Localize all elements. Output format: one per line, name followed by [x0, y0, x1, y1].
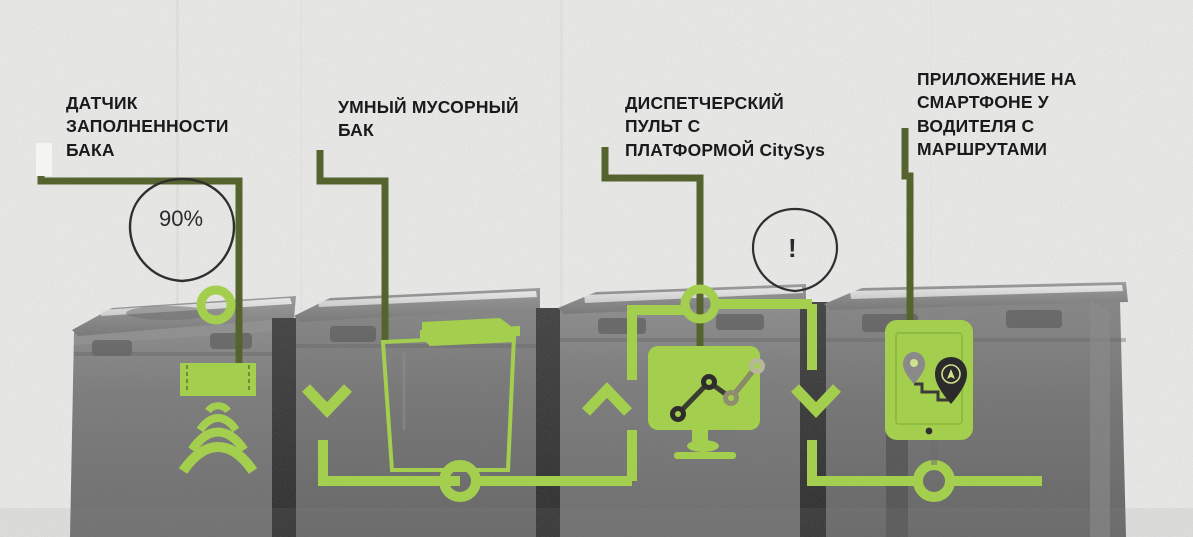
flow-line-left-bottom: [318, 440, 460, 486]
connector-notch: [36, 143, 52, 176]
connector-bin: [316, 150, 389, 340]
chevron-down-icon-2: [791, 384, 841, 418]
label-dispatch-console: ДИСПЕТЧЕРСКИЙ ПУЛЬТ С ПЛАТФОРМОЙ CitySys: [625, 93, 826, 160]
icon-fill-sensor: [178, 363, 258, 474]
icon-dispatch-monitor: [648, 346, 765, 459]
label-driver-app: ПРИЛОЖЕНИЕ НА СМАРТФОНЕ У ВОДИТЕЛЯ С МАР…: [917, 69, 1077, 159]
connector-app: [901, 128, 914, 330]
label-fill-sensor: ДАТЧИК ЗАПОЛНЕННОСТИ БАКА: [66, 93, 229, 160]
icon-driver-tablet: [885, 320, 973, 440]
icon-smart-bin-highlight: [380, 318, 520, 472]
chevron-up-icon: [582, 382, 632, 416]
connector-console: [601, 147, 704, 348]
marker-fill-level-value: 90%: [159, 206, 204, 231]
route-pin-destination: [935, 357, 967, 404]
flow-line-to-console: [627, 305, 690, 380]
label-smart-bin: УМНЫЙ МУСОРНЫЙ БАК: [338, 97, 519, 141]
flow-graphics: [178, 284, 1042, 502]
route-pin-origin: [903, 352, 925, 384]
marker-alert: [751, 207, 839, 293]
chevron-down-icon-1: [302, 384, 352, 418]
node-ring-1: [196, 285, 236, 325]
node-ring-4: [913, 460, 955, 502]
flow-line-right-bottom: [807, 440, 918, 486]
marker-alert-value: !: [788, 233, 797, 263]
monitor-line-chart: [670, 358, 765, 422]
connector-sensor: [37, 150, 243, 376]
signal-waves-icon: [178, 402, 258, 474]
